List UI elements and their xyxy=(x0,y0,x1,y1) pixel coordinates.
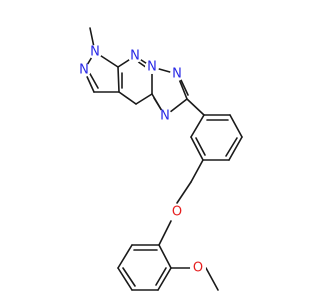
bond xyxy=(157,267,172,291)
oxygen-label: O xyxy=(193,261,203,276)
bond-layer xyxy=(83,27,243,291)
bond xyxy=(118,91,137,105)
bond xyxy=(158,244,172,269)
nitrogen-label: N xyxy=(79,63,89,78)
atom-label-layer: N N N N N N O O xyxy=(77,45,206,276)
molecule-structure-drawing: N N N N N N O O xyxy=(77,27,243,291)
atom-n-triazole-top: N xyxy=(170,67,184,82)
bond xyxy=(195,137,206,156)
bond xyxy=(176,181,192,204)
bond xyxy=(155,267,167,286)
oxygen-label: O xyxy=(172,205,182,220)
bond xyxy=(190,136,204,161)
bond xyxy=(228,136,243,161)
atom-n-methyl: N xyxy=(88,45,102,60)
bond xyxy=(122,267,136,287)
bond xyxy=(186,98,205,116)
bond xyxy=(229,114,243,138)
bond xyxy=(180,79,189,96)
atom-n-pyrazole: N xyxy=(77,63,91,78)
bond xyxy=(190,114,205,138)
bond xyxy=(158,220,172,246)
nitrogen-label: N xyxy=(147,60,157,75)
atom-n-pyrimidine: N xyxy=(128,49,142,64)
atom-n-bridge: N xyxy=(145,60,159,75)
nitrogen-label: N xyxy=(160,109,170,124)
bond xyxy=(117,244,133,269)
atom-n-triazole-bottom: N xyxy=(158,109,172,124)
bond xyxy=(205,267,219,291)
bond xyxy=(117,66,120,93)
bond xyxy=(135,93,153,105)
atom-o-ether: O xyxy=(169,204,185,220)
nitrogen-label: N xyxy=(172,67,182,82)
atom-o-methoxy: O xyxy=(190,260,206,276)
bond xyxy=(190,159,204,183)
bond xyxy=(117,267,133,291)
nitrogen-label: N xyxy=(90,45,100,60)
bond xyxy=(88,71,99,89)
bond xyxy=(153,97,163,112)
nitrogen-label: N xyxy=(130,49,140,64)
bond xyxy=(225,137,238,157)
